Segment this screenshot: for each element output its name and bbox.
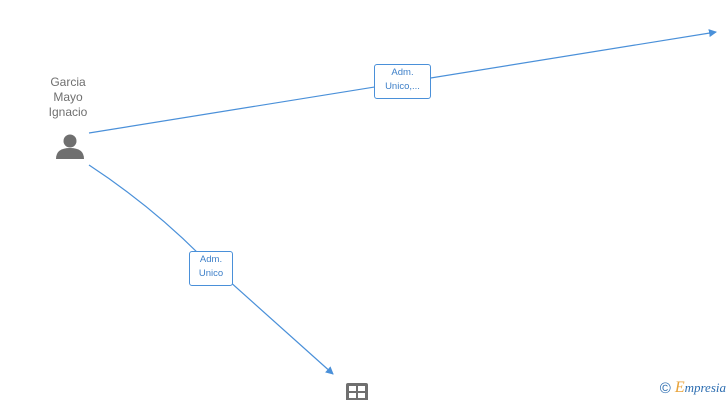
person-name[interactable]: Garcia Mayo Ignacio xyxy=(48,75,88,119)
edge-label-1-line2: Unico,... xyxy=(385,81,420,92)
brand-name: mpresia xyxy=(684,380,726,395)
edge-label-2-line2: Unico xyxy=(198,268,224,279)
edge-label-2-line1: Adm. xyxy=(199,254,223,265)
edge-label-1-line1: Adm. xyxy=(391,67,414,78)
brand-initial: E xyxy=(674,379,685,396)
copyright-icon: © xyxy=(659,379,671,397)
edge-label-2[interactable]: Adm. Unico xyxy=(189,251,233,286)
building-icon[interactable] xyxy=(346,383,368,400)
edge-line-2 xyxy=(88,164,334,375)
edge-label-1[interactable]: Adm. Unico,... xyxy=(374,64,431,99)
person-icon[interactable] xyxy=(56,134,84,160)
